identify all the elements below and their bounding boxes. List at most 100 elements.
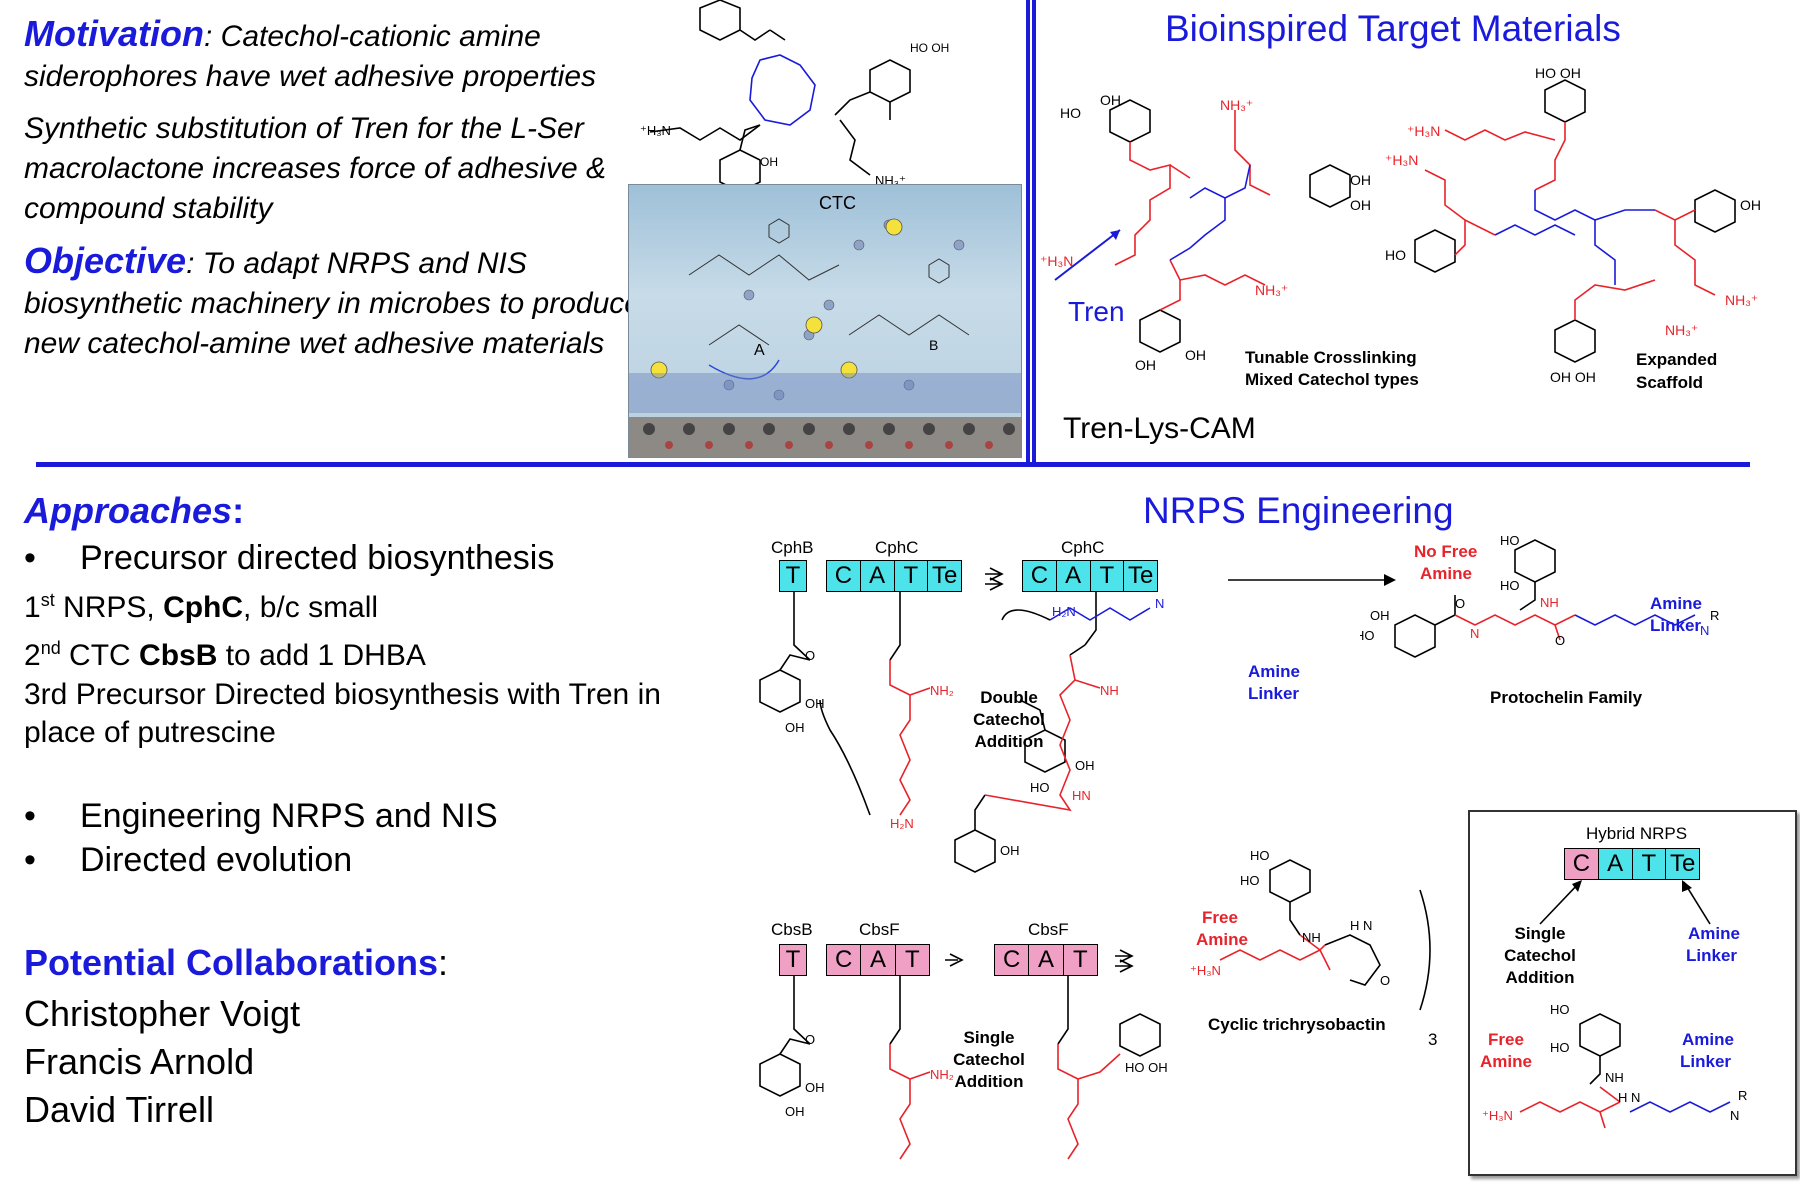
collab-name: Francis Arnold — [24, 1041, 255, 1082]
svg-text:⁺H₃N: ⁺H₃N — [1385, 152, 1418, 168]
objective-heading: Objective — [24, 240, 187, 281]
cyclic-subscript: 3 — [1428, 1030, 1438, 1049]
cphc-label-2: CphC — [1061, 538, 1105, 557]
no-free-amine-label-1: No Free — [1414, 542, 1478, 561]
svg-text:NH: NH — [1540, 595, 1559, 610]
svg-text:R: R — [1738, 1088, 1747, 1103]
svg-text:N: N — [1730, 1108, 1739, 1123]
ctc-label: CTC — [819, 193, 856, 213]
approaches-list: •Precursor directed biosynthesis 1st NRP… — [24, 536, 674, 882]
single-label-3: Addition — [954, 1072, 1024, 1091]
svg-text:HO: HO — [1360, 628, 1375, 643]
svg-text:⁺H₃N: ⁺H₃N — [1040, 253, 1073, 269]
svg-text:O: O — [805, 648, 815, 663]
single-label-2: Catechol — [953, 1050, 1025, 1069]
svg-text:OH: OH — [1740, 197, 1761, 213]
trichrysobactin-structure: HO HO ⁺H₃N NH H N O — [1190, 848, 1431, 1011]
svg-text:R: R — [1710, 608, 1719, 623]
arrow-to-protochelin — [1228, 574, 1396, 586]
collab-heading: Potential Collaborations — [24, 942, 439, 983]
collab-name: Christopher Voigt — [24, 993, 301, 1034]
hybrid-amine-4: Linker — [1680, 1052, 1732, 1071]
cbsb-label: CbsB — [771, 920, 813, 939]
svg-text:NH: NH — [1605, 1070, 1624, 1085]
amine-linker-label-4: Linker — [1650, 616, 1702, 635]
double-label-3: Addition — [974, 732, 1044, 751]
free-amine-label-2: Amine — [1196, 930, 1248, 949]
svg-text:O: O — [1455, 596, 1465, 611]
svg-text:HO OH: HO OH — [910, 41, 949, 55]
svg-text:N: N — [1470, 626, 1479, 641]
bullet-evolution: •Directed evolution — [24, 841, 353, 879]
svg-text:HO OH: HO OH — [1125, 1060, 1168, 1075]
svg-text:H N: H N — [1350, 918, 1372, 933]
line-ctc-2: 2nd CTC CbsB to add 1 DHBA — [24, 638, 426, 672]
svg-text:H₂N: H₂N — [890, 816, 914, 831]
collab-name: David Tirrell — [24, 1089, 215, 1130]
collab-colon: : — [438, 942, 449, 983]
svg-text:OH: OH — [1350, 197, 1370, 213]
svg-text:O: O — [1555, 633, 1565, 648]
cbsf-label-2: CbsF — [1028, 920, 1069, 939]
cyclic-label: Cyclic trichrysobactin — [1208, 1015, 1386, 1034]
svg-text:OH: OH — [785, 720, 805, 735]
hybrid-single-3: Addition — [1505, 968, 1575, 987]
svg-text:⁺H₃N: ⁺H₃N — [1407, 123, 1440, 139]
expanded-label-1: Expanded — [1636, 350, 1718, 369]
nrps-title: NRPS Engineering — [1143, 490, 1454, 531]
svg-text:⁺H₃N: ⁺H₃N — [1482, 1108, 1513, 1123]
svg-text:OH: OH — [1350, 172, 1370, 188]
double-label-2: Catechol — [973, 710, 1045, 729]
hybrid-amine-1: Amine — [1688, 924, 1740, 943]
svg-text:HO: HO — [1500, 533, 1520, 548]
nrps-bottom-structures: O NH₂ OH OH HO OH — [759, 949, 1168, 1160]
adhesion-illustration: CTC A B — [628, 184, 1022, 458]
line-precursor-3: 3rd Precursor Directed biosynthesis with… — [24, 678, 661, 749]
svg-text:OH: OH — [805, 696, 825, 711]
tunable-label-1: Tunable Crosslinking — [1245, 348, 1417, 367]
svg-text:OH: OH — [805, 1080, 825, 1095]
svg-text:O: O — [1380, 973, 1390, 988]
svg-text:HO: HO — [1385, 247, 1406, 263]
svg-text:NH₃⁺: NH₃⁺ — [1255, 282, 1288, 298]
svg-text:NH₂: NH₂ — [930, 683, 954, 698]
collab-heading-row: Potential Collaborations: — [24, 942, 448, 984]
double-label-1: Double — [980, 688, 1038, 707]
protochelin-structure: O O OH HO HO HO N NH N R — [1360, 533, 1719, 658]
motivation-heading: Motivation — [24, 13, 204, 54]
hybrid-single-2: Catechol — [1504, 946, 1576, 965]
svg-text:OH: OH — [1135, 357, 1156, 373]
hybrid-amine-2: Linker — [1686, 946, 1738, 965]
svg-text:HN: HN — [1072, 788, 1091, 803]
svg-text:OH: OH — [1370, 608, 1390, 623]
tunable-label-2: Mixed Catechol types — [1245, 370, 1419, 389]
svg-text:OH: OH — [1185, 347, 1206, 363]
molecule-sketch: A B — [629, 218, 1021, 413]
module-cbsb: T — [779, 944, 807, 976]
svg-text:HO: HO — [1250, 848, 1270, 863]
svg-text:HO: HO — [1060, 105, 1081, 121]
motivation-text: : Catechol-cationic amine siderophores h… — [24, 20, 597, 93]
nrps-top-structures: O NH₂ H₂N OH OH H₂N N OH HO OH OH HN NH — [759, 567, 1164, 880]
svg-text:OH: OH — [965, 878, 985, 880]
svg-text:HO: HO — [1550, 1040, 1570, 1055]
svg-text:N: N — [1155, 596, 1164, 611]
svg-text:OH: OH — [760, 155, 778, 169]
svg-text:OH: OH — [785, 1104, 805, 1119]
svg-text:OH: OH — [1000, 843, 1020, 858]
collab-list: Christopher Voigt Francis Arnold David T… — [24, 990, 300, 1134]
hybrid-structure: HO HO ⁺H₃N NH H N N R — [1482, 1002, 1747, 1129]
amine-linker-label-2: Linker — [1248, 684, 1300, 703]
line-nrps-1: 1st NRPS, CphC, b/c small — [24, 590, 379, 624]
bullet-precursor: •Precursor directed biosynthesis — [24, 539, 555, 577]
no-free-amine-label-2: Amine — [1420, 564, 1472, 583]
svg-text:NH₃⁺: NH₃⁺ — [1220, 97, 1253, 113]
svg-text:OH: OH — [1075, 758, 1095, 773]
svg-text:⁺H₃N: ⁺H₃N — [1190, 963, 1221, 978]
svg-text:NH₃⁺: NH₃⁺ — [1725, 292, 1758, 308]
amine-linker-label-3: Amine — [1650, 594, 1702, 613]
